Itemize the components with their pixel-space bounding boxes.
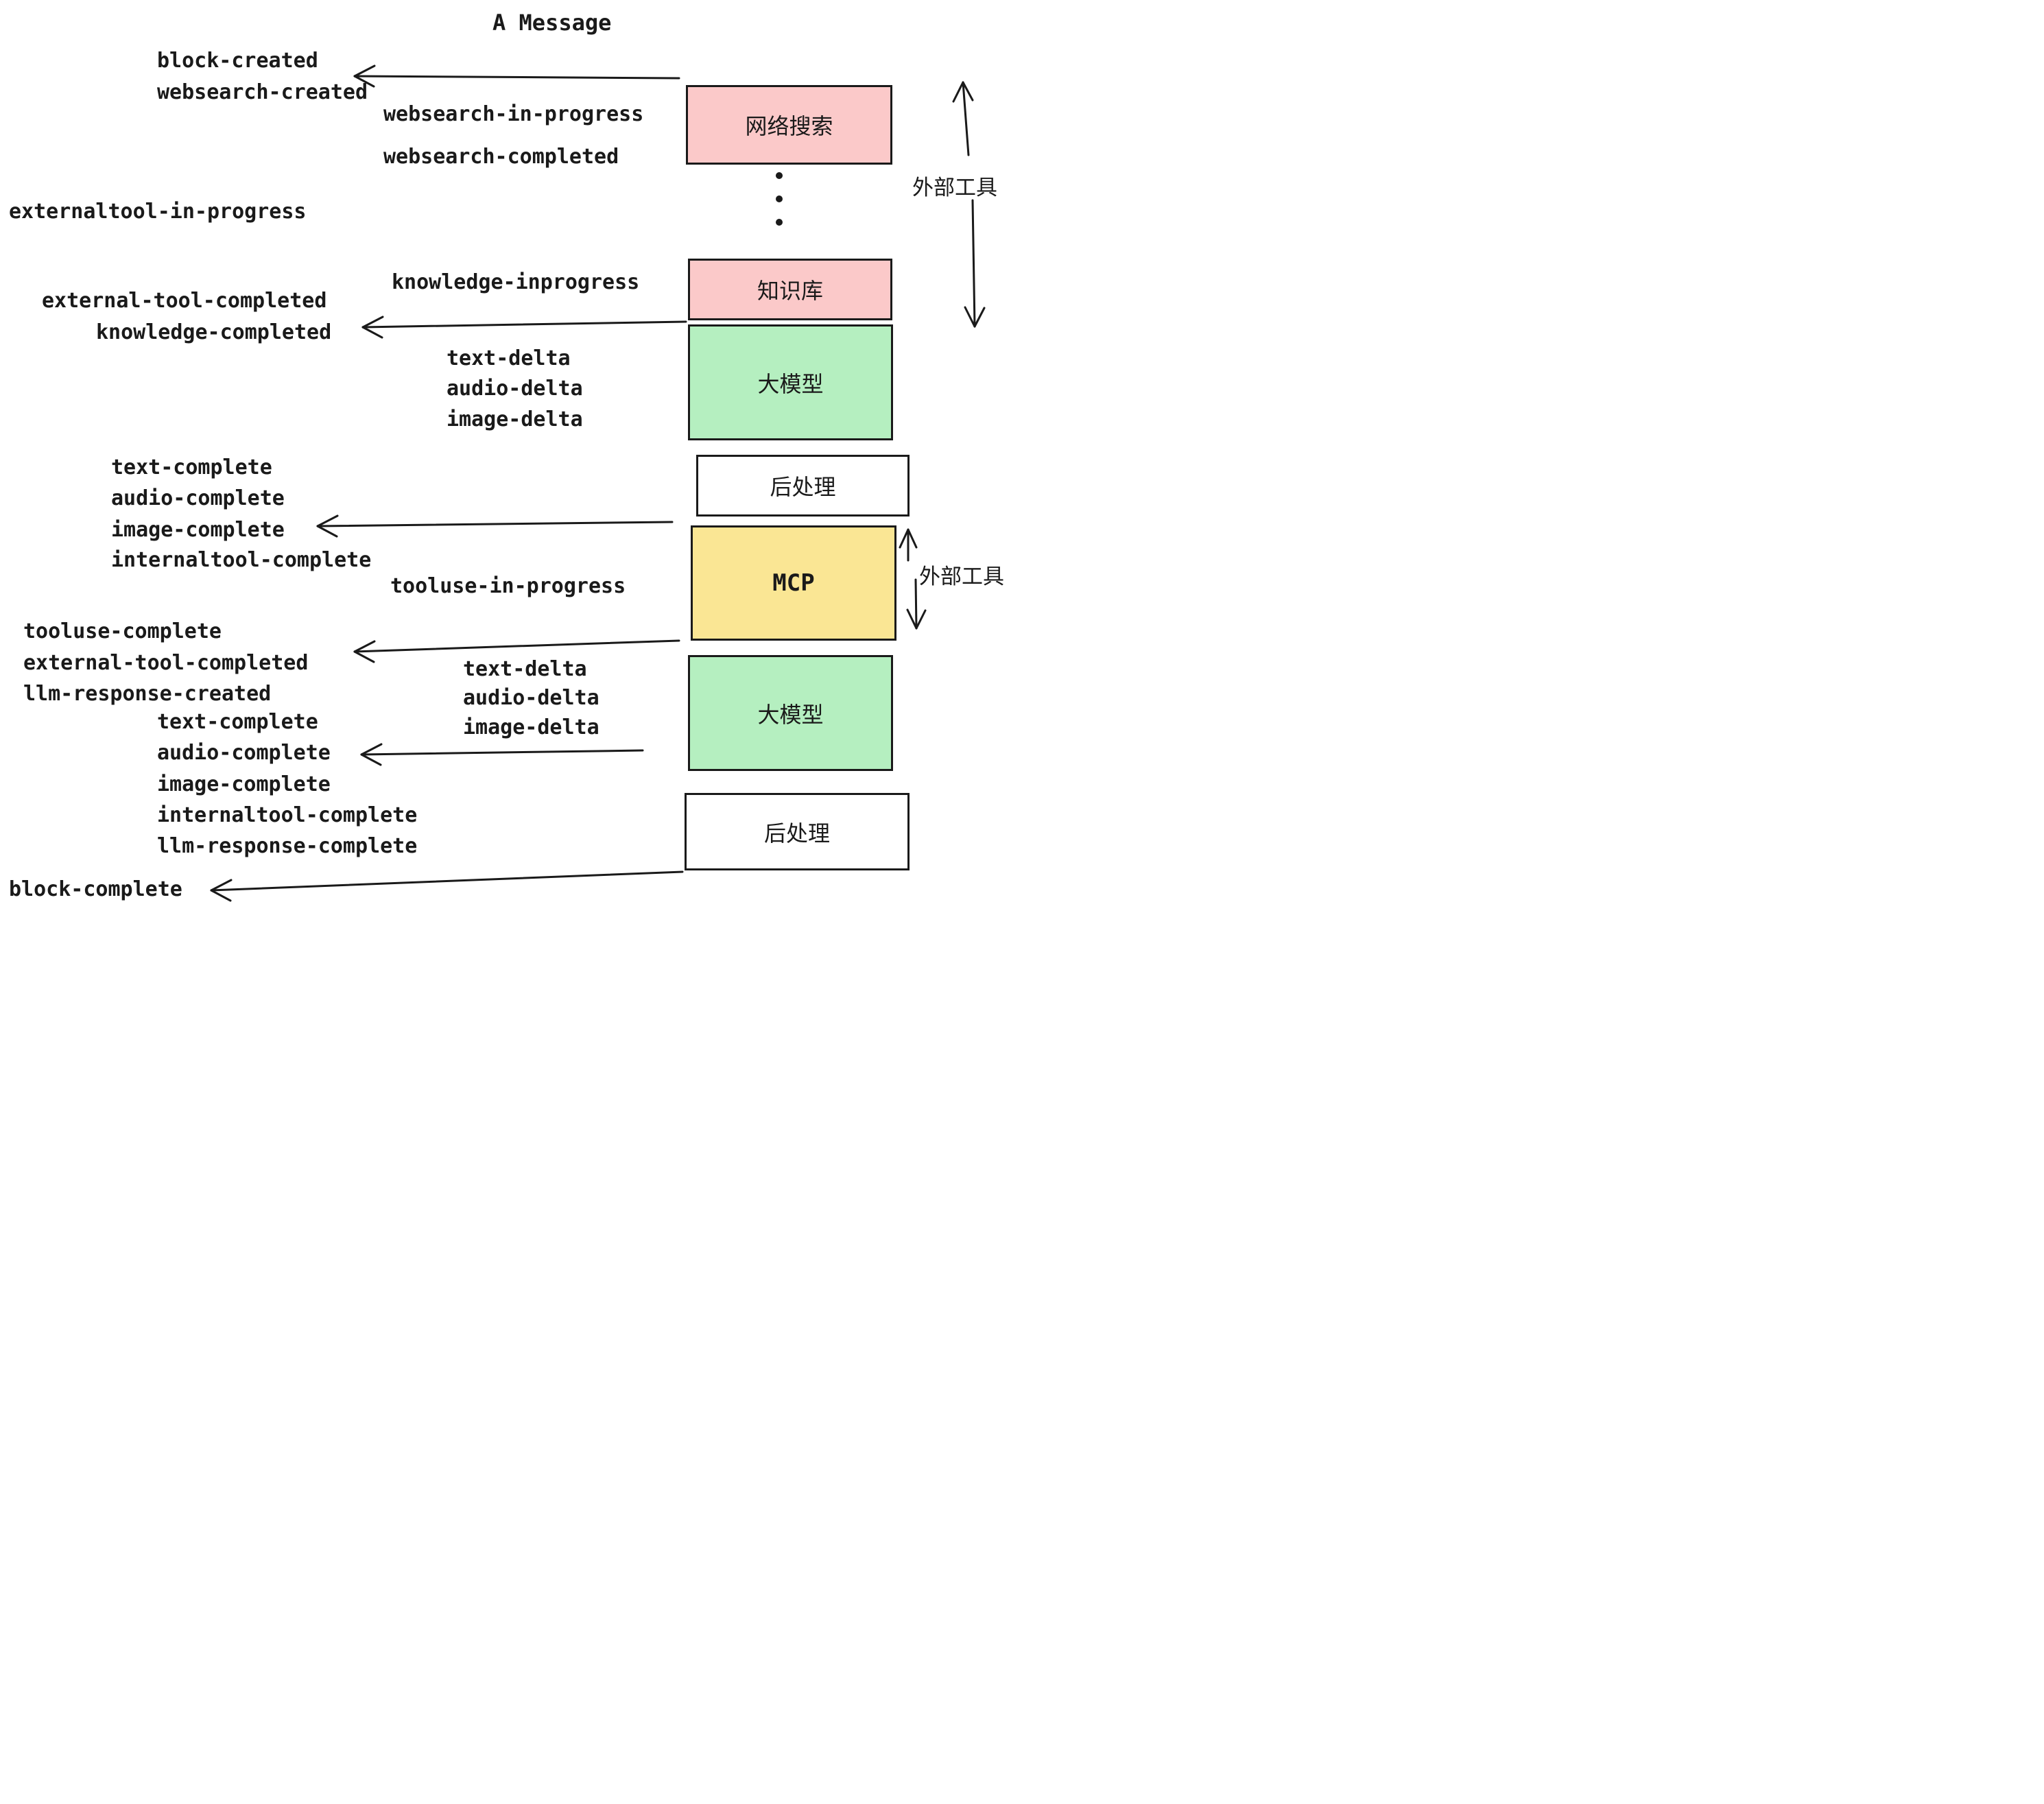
- event-label-websearch-completed: websearch-completed: [383, 145, 619, 169]
- ellipsis-dots: [776, 172, 783, 226]
- postprocess-box-1: 后处理: [696, 455, 910, 517]
- event-label-audio-delta-2: audio-delta: [463, 686, 599, 710]
- event-label-text-delta-2: text-delta: [463, 657, 587, 681]
- event-label-image-complete-2: image-complete: [157, 772, 331, 796]
- event-label-image-delta-2: image-delta: [463, 715, 599, 739]
- external-tools-arrow-mid-up: [899, 528, 918, 562]
- llm-box-1: 大模型: [688, 324, 893, 440]
- event-label-text-complete-1: text-complete: [111, 455, 272, 479]
- postprocess-box-2: 后处理: [685, 793, 910, 870]
- event-label-tooluse-in-progress: tooluse-in-progress: [390, 574, 626, 598]
- llm-box-2: 大模型: [688, 655, 893, 771]
- knowledge-box-label: 知识库: [757, 278, 823, 304]
- event-label-image-complete-1: image-complete: [111, 518, 285, 542]
- arrow-to-block-complete: [210, 870, 684, 902]
- event-label-knowledge-completed: knowledge-completed: [96, 320, 332, 344]
- external-tools-label-mid: 外部工具: [919, 565, 1004, 589]
- external-tools-arrow-top-down: [964, 199, 986, 328]
- websearch-box: 网络搜索: [686, 85, 892, 165]
- event-label-llm-response-complete: llm-response-complete: [157, 834, 418, 858]
- event-label-audio-complete-1: audio-complete: [111, 486, 285, 510]
- mcp-box-label: MCP: [772, 569, 815, 597]
- event-label-external-tool-completed-2: external-tool-completed: [23, 651, 309, 675]
- event-label-block-created: block-created: [157, 49, 318, 73]
- event-label-websearch-in-progress: websearch-in-progress: [383, 102, 644, 126]
- event-label-image-delta-1: image-delta: [447, 407, 583, 431]
- arrow-to-audio-complete: [360, 743, 644, 766]
- event-label-internaltool-complete-1: internaltool-complete: [111, 548, 372, 572]
- diagram-title: A Message: [492, 10, 612, 36]
- llm-box-1-label: 大模型: [757, 370, 824, 397]
- event-label-websearch-created: websearch-created: [157, 80, 368, 104]
- llm-box-2-label: 大模型: [757, 701, 824, 728]
- event-label-llm-response-created: llm-response-created: [23, 682, 272, 706]
- event-label-internaltool-complete-2: internaltool-complete: [157, 803, 418, 827]
- event-label-block-complete: block-complete: [9, 877, 182, 901]
- external-tools-arrow-top-up: [952, 81, 974, 156]
- message-flow-diagram: A Message block-created websearch-create…: [0, 0, 1022, 902]
- event-label-knowledge-inprogress: knowledge-inprogress: [392, 270, 640, 294]
- postprocess-box-1-label: 后处理: [770, 474, 836, 500]
- arrow-to-block-created: [353, 64, 680, 88]
- postprocess-box-2-label: 后处理: [763, 820, 830, 846]
- event-label-external-tool-completed-1: external-tool-completed: [42, 289, 327, 313]
- event-label-audio-delta-1: audio-delta: [447, 377, 583, 401]
- event-label-tooluse-complete: tooluse-complete: [23, 619, 222, 643]
- websearch-box-label: 网络搜索: [745, 113, 833, 139]
- event-label-externaltool-in-progress: externaltool-in-progress: [9, 200, 307, 224]
- knowledge-box: 知识库: [688, 259, 892, 320]
- event-label-text-complete-2: text-complete: [157, 710, 318, 734]
- event-label-audio-complete-2: audio-complete: [157, 741, 331, 765]
- arrow-to-knowledge-completed: [361, 316, 687, 339]
- external-tools-label-top: 外部工具: [912, 176, 997, 200]
- mcp-box: MCP: [691, 525, 896, 641]
- event-label-text-delta-1: text-delta: [447, 346, 571, 370]
- arrow-to-image-complete: [316, 514, 674, 538]
